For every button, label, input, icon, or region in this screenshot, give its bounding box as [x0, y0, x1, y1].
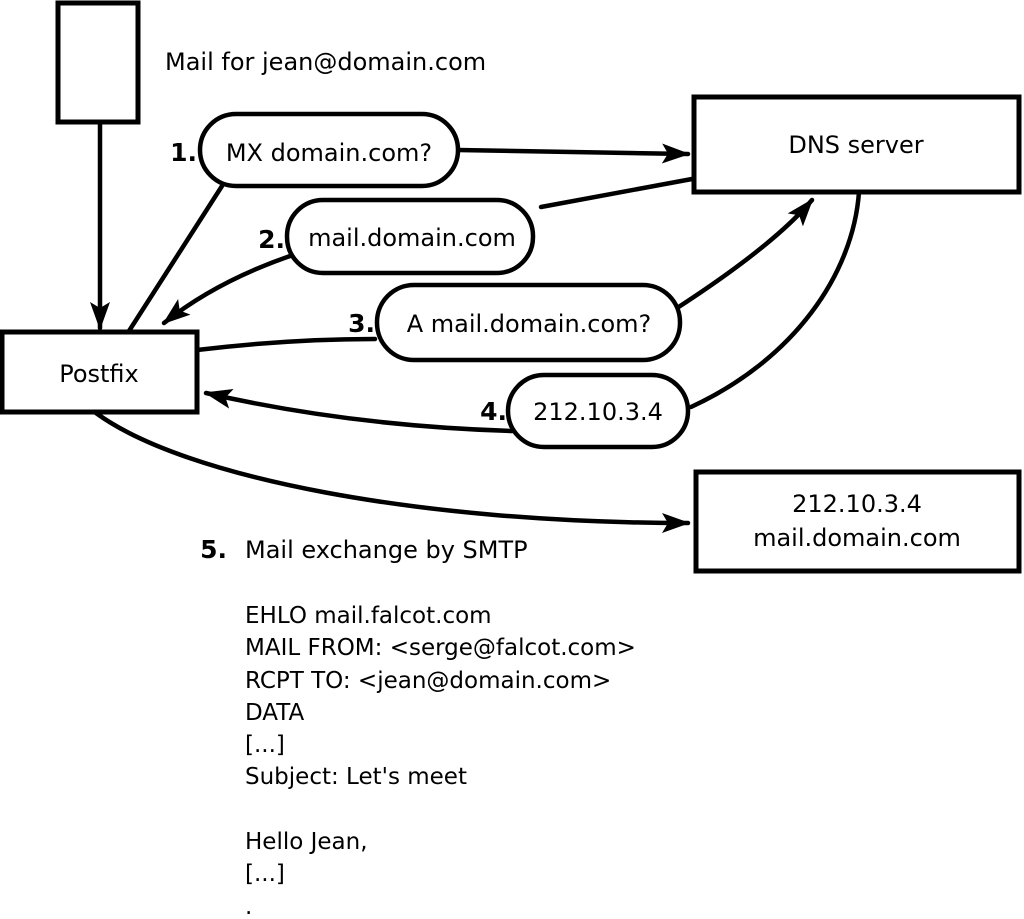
- answer4-pill: [505, 372, 691, 450]
- query1-pill: [197, 111, 461, 189]
- smtp-session-transcript: EHLO mail.falcot.com MAIL FROM: <serge@f…: [245, 603, 636, 919]
- step5-label: Mail exchange by SMTP: [245, 536, 528, 564]
- envelope-icon: [55, 0, 141, 125]
- answer2-pill: [284, 197, 536, 276]
- dns-server-box: [691, 94, 1022, 195]
- incoming-mail-label: Mail for jean@domain.com: [165, 48, 486, 76]
- postfix-label: Postfix: [59, 360, 139, 388]
- query3-label: A mail.domain.com?: [407, 310, 652, 338]
- query3-pill: [374, 282, 683, 363]
- arrow-postfix-to-destination: [93, 410, 691, 533]
- line-dns-to-answer4: [688, 189, 862, 410]
- line-dns-to-answer2: [538, 176, 695, 210]
- line-postfix-to-query1: [126, 183, 225, 334]
- step2-number: 2.: [258, 225, 285, 254]
- step1-number: 1.: [170, 138, 197, 167]
- query1-label: MX domain.com?: [226, 139, 432, 167]
- step4-number: 4.: [480, 397, 507, 426]
- destination-server-ip: 212.10.3.4: [792, 490, 922, 518]
- answer4-label: 212.10.3.4: [533, 398, 663, 426]
- line-postfix-to-query3: [194, 336, 378, 353]
- answer2-label: mail.domain.com: [308, 224, 516, 252]
- arrow-query3-to-dns: [671, 197, 815, 313]
- postfix-box: [0, 329, 200, 415]
- destination-server-box: [693, 469, 1022, 574]
- query-pills: 1. MX domain.com? 2. mail.domain.com 3. …: [170, 111, 691, 450]
- arrow-answer4-to-postfix: [203, 389, 515, 434]
- step3-number: 3.: [348, 309, 375, 338]
- arrow-answer2-to-postfix: [161, 251, 299, 326]
- arrow-query1-to-dns: [455, 143, 691, 164]
- dns-server-label: DNS server: [788, 131, 923, 159]
- step5-number: 5.: [200, 535, 227, 564]
- destination-server-hostname: mail.domain.com: [753, 524, 961, 552]
- diagram-edges: [90, 121, 862, 533]
